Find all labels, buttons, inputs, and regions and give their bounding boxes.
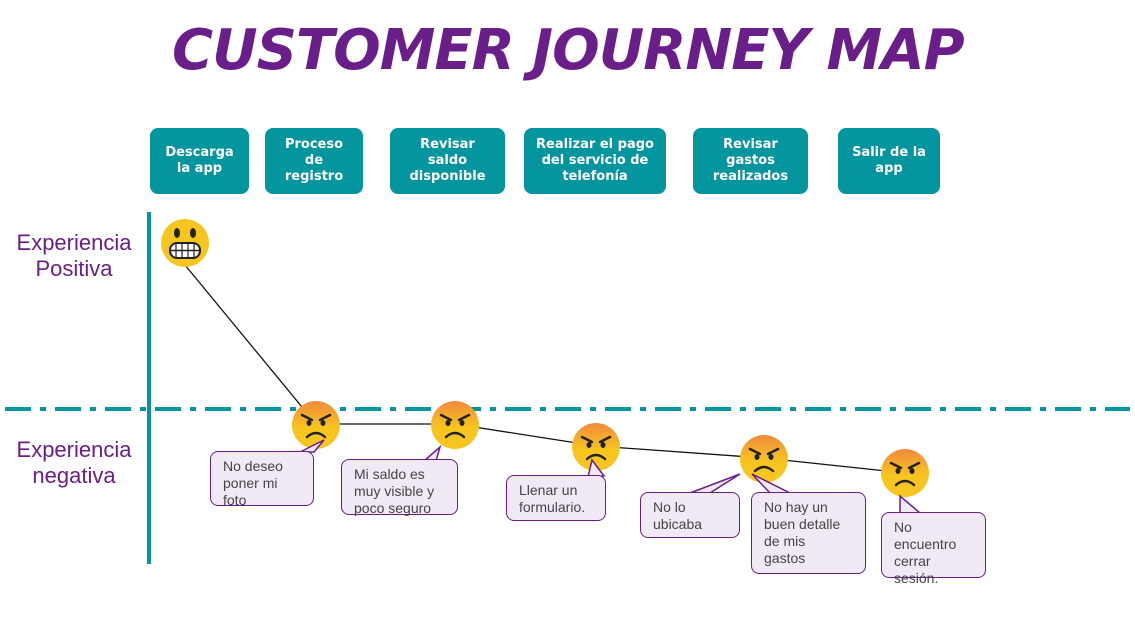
vertical-axis [147, 212, 151, 564]
comment-bubble-pago: Llenar un formulario. [506, 475, 606, 521]
angry-face-icon [740, 435, 788, 483]
comment-bubble-saldo: Mi saldo es muy visible y poco seguro [341, 459, 458, 516]
step-revisar-gastos[interactable]: Revisar gastos realizados [693, 128, 808, 194]
comment-bubble-gastos: No hay un buen detalle de mis gastos [751, 492, 866, 574]
angry-face-icon [572, 423, 620, 471]
step-descarga[interactable]: Descarga la app [150, 128, 249, 194]
step-registro[interactable]: Proceso de registro [265, 128, 363, 194]
step-realizar-pago[interactable]: Realizar el pago del servicio de telefon… [524, 128, 666, 194]
comment-bubble-registro: No deseo poner mi foto [210, 451, 314, 508]
grinning-face-icon [161, 219, 209, 267]
page-title: CUSTOMER JOURNEY MAP [172, 18, 965, 83]
step-revisar-saldo[interactable]: Revisar saldo disponible [390, 128, 505, 194]
angry-face-icon [881, 449, 929, 497]
angry-face-icon [431, 401, 479, 449]
comment-bubble-ubicaba: No lo ubicaba [640, 492, 740, 538]
axis-label-negative: Experiencia negativa [16, 437, 132, 488]
axis-label-positive: Experiencia Positiva [16, 230, 132, 281]
comment-bubble-salir: No encuentro cerrar sesión. [881, 512, 986, 586]
step-salir[interactable]: Salir de la app [838, 128, 940, 194]
angry-face-icon [292, 401, 340, 449]
